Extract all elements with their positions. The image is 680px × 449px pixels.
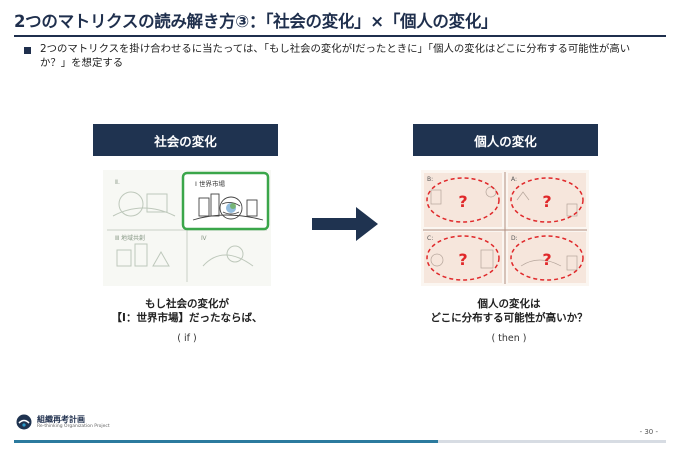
progress-bar: [14, 440, 438, 443]
society-change-header: 社会の変化: [93, 124, 278, 156]
if-caption-line2: 【Ⅰ：世界市場】だったならば、: [111, 312, 263, 324]
if-label: ( if ): [177, 333, 197, 344]
organization-logo: 組織再考計画 Re-thinking Organization Project: [16, 414, 110, 430]
title-underline: [14, 35, 666, 37]
individual-matrix-image: B: A: C: D: ? ? ? ?: [421, 170, 589, 286]
logo-circle-icon: [16, 414, 32, 430]
society-matrix-image: Ⅱ. Ⅲ 地域共創 Ⅳ Ⅰ 世界市場: [103, 170, 271, 286]
right-arrow-icon: [312, 207, 378, 241]
question-mark-a: ?: [542, 192, 551, 211]
then-caption-line2: どこに分布する可能性が高いか？: [430, 312, 588, 324]
quadrant-label-1: Ⅰ 世界市場: [195, 179, 225, 188]
bullet-square-icon: [24, 47, 31, 54]
if-caption-line1: もし社会の変化が: [145, 298, 229, 310]
bullet-text: 2つのマトリクスを掛け合わせるに当たっては、「もし社会の変化がⅠだったときに」「…: [40, 43, 631, 69]
quadrant-label-c: C:: [427, 235, 433, 242]
logo-subtitle: Re-thinking Organization Project: [37, 423, 110, 429]
if-caption: もし社会の変化が 【Ⅰ：世界市場】だったならば、: [67, 297, 307, 325]
quadrant-label-b: B:: [427, 176, 433, 183]
question-mark-d: ?: [542, 250, 551, 269]
individual-change-header: 個人の変化: [413, 124, 598, 156]
quadrant-label-d: D:: [511, 235, 518, 242]
page-number: - 30 -: [639, 428, 658, 436]
quadrant-label-4: Ⅳ: [201, 235, 207, 242]
question-mark-c: ?: [458, 250, 467, 269]
slide-title: 2つのマトリクスの読み解き方③：「社会の変化」×「個人の変化」: [14, 12, 498, 31]
quadrant-label-a: A:: [511, 176, 517, 183]
question-mark-b: ?: [458, 192, 467, 211]
then-caption: 個人の変化は どこに分布する可能性が高いか？: [389, 297, 629, 325]
quadrant-label-2: Ⅱ.: [115, 179, 120, 186]
then-caption-line1: 個人の変化は: [477, 298, 541, 310]
logo-name: 組織再考計画: [37, 414, 85, 424]
then-label: ( then ): [491, 333, 527, 344]
quadrant-label-3: Ⅲ 地域共創: [115, 234, 145, 242]
